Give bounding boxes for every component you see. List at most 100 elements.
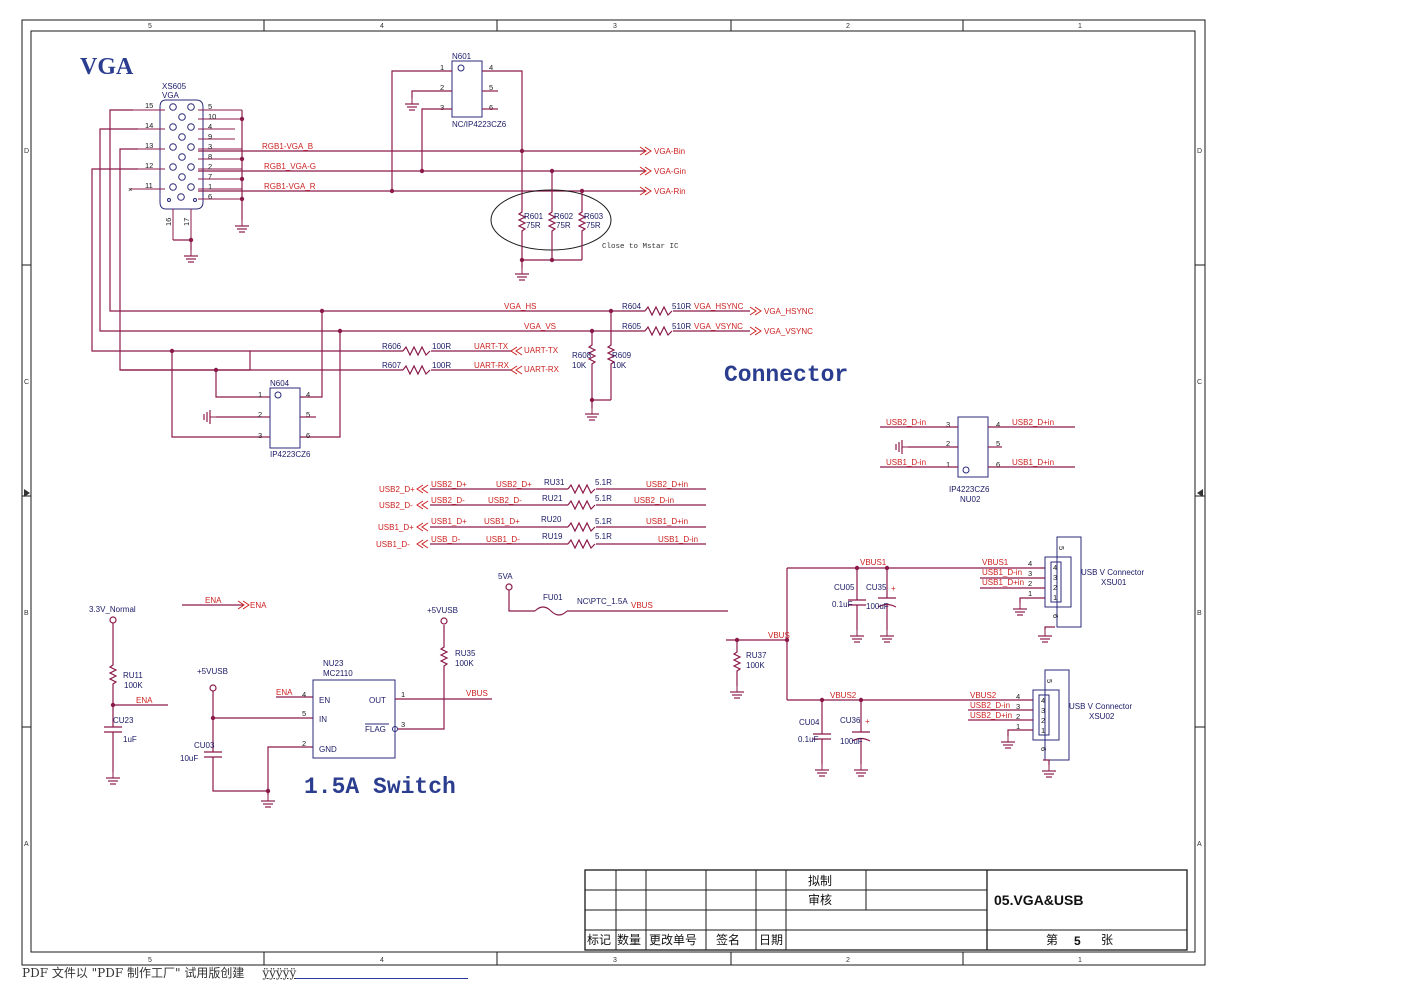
svg-text:2: 2 (1016, 712, 1020, 721)
svg-text:5: 5 (1045, 679, 1054, 683)
pwr-3v3: 3.3V_Normal (89, 605, 136, 614)
row-label: A (24, 841, 29, 848)
svg-text:3: 3 (208, 142, 212, 151)
svg-text:9: 9 (208, 132, 212, 141)
tb-draft-label: 拟制 (808, 874, 832, 888)
net-usb1-dp[interactable]: USB1_D+ (378, 523, 414, 532)
svg-text:75R: 75R (526, 221, 541, 230)
row-label: A (1197, 841, 1202, 848)
col-label: 3 (613, 957, 617, 964)
svg-text:6: 6 (1051, 614, 1060, 618)
footer-text: PDF 文件以 "PDF 制作工厂" 试用版创建 (22, 966, 245, 980)
r604-ref: R604 (622, 302, 642, 311)
svg-text:2: 2 (208, 162, 212, 171)
svg-text:EN: EN (319, 696, 330, 705)
svg-text:标记: 标记 (587, 933, 611, 947)
svg-text:ENA: ENA (136, 696, 153, 705)
net-uart-tx[interactable]: UART-TX (524, 346, 559, 355)
switch-nu23[interactable]: NU23 MC2110 EN IN GND OUT FLAG 4 5 2 1 3 (302, 659, 405, 759)
usb-connector-xsu01[interactable]: 4 3 2 1 4 3 2 1 5 6 USB V Connector XSU0… (1028, 536, 1144, 628)
xs605-value: VGA (162, 91, 180, 100)
vga-connector-xs605[interactable]: XS605 VGA 15 14 13 12 11 5 10 4 (128, 82, 242, 240)
ru20-ref: RU20 (541, 515, 562, 524)
svg-text:VGA_HSYNC: VGA_HSYNC (694, 302, 744, 311)
footer-link[interactable]: ÿÿÿÿÿ (262, 966, 297, 980)
svg-text:1: 1 (208, 182, 212, 191)
svg-text:2: 2 (1053, 583, 1057, 592)
svg-text:+: + (865, 717, 870, 726)
net-vga-bin[interactable]: VGA-Bin (654, 147, 685, 156)
svg-text:1uF: 1uF (123, 735, 137, 744)
row-label: D (24, 148, 29, 155)
svg-text:N604: N604 (270, 379, 290, 388)
svg-text:XSU01: XSU01 (1101, 578, 1127, 587)
esd-nu02[interactable]: IP4223CZ6 NU02 3 2 1 4 5 6 (946, 416, 1000, 504)
svg-text:NC\PTC_1.5A: NC\PTC_1.5A (577, 597, 628, 606)
svg-text:USB2_D-in: USB2_D-in (634, 496, 674, 505)
esd-n604[interactable]: N604 IP4223CZ6 1 2 3 4 5 6 (258, 379, 311, 459)
svg-text:4: 4 (302, 690, 306, 699)
svg-text:4: 4 (1028, 559, 1032, 568)
svg-text:16: 16 (164, 218, 173, 226)
net-vga-rin[interactable]: VGA-Rin (654, 187, 686, 196)
svg-text:3: 3 (401, 720, 405, 729)
ru31-ref: RU31 (544, 478, 565, 487)
esd-n601[interactable]: N601 NC/IP4223CZ6 1 2 3 4 5 6 (440, 52, 507, 129)
svg-text:UART-TX: UART-TX (474, 342, 509, 351)
net-vga-vsync-out[interactable]: VGA_VSYNC (764, 327, 813, 336)
net-vga-gin[interactable]: VGA-Gin (654, 167, 686, 176)
r601-ref: R601 (524, 212, 544, 221)
connector-title: Connector (724, 362, 848, 388)
cu23-ref: CU23 (113, 716, 134, 725)
net-vga-hs: VGA_HS (504, 302, 536, 311)
svg-text:8: 8 (208, 152, 212, 161)
xs605-ref: XS605 (162, 82, 187, 91)
col-label: 1 (1078, 957, 1082, 964)
svg-text:12: 12 (145, 161, 153, 170)
pwr-5vusb-out: +5VUSB (427, 606, 458, 615)
svg-text:FLAG: FLAG (365, 725, 386, 734)
svg-text:USB2_D-: USB2_D- (431, 496, 465, 505)
ru19-ref: RU19 (542, 532, 563, 541)
svg-text:75R: 75R (556, 221, 571, 230)
svg-text:1: 1 (1016, 722, 1020, 731)
svg-text:7: 7 (208, 172, 212, 181)
cu05-ref: CU05 (834, 583, 855, 592)
svg-text:ENA: ENA (276, 688, 293, 697)
fu01-ref: FU01 (543, 593, 563, 602)
svg-text:5: 5 (1057, 546, 1066, 550)
svg-text:5.1R: 5.1R (595, 494, 612, 503)
svg-text:6: 6 (208, 192, 212, 201)
sheet-border: 5 4 3 2 1 5 4 3 2 1 D C B A D C B A (21, 19, 1206, 966)
svg-text:USB2_D+: USB2_D+ (431, 480, 467, 489)
svg-text:4: 4 (1053, 563, 1057, 572)
usb-connector-xsu02[interactable]: 4 3 2 1 4 3 2 1 5 6 USB V Connector XSU0… (1016, 669, 1132, 761)
net-usb2-dp[interactable]: USB2_D+ (379, 485, 415, 494)
svg-text:3: 3 (440, 103, 444, 112)
svg-text:NU02: NU02 (960, 495, 981, 504)
title-block: 拟制 审核 05.VGA&USB 标记 数量 更改单号 签名 日期 第 5 张 (584, 869, 1188, 951)
svg-text:1: 1 (1053, 593, 1057, 602)
svg-text:张: 张 (1101, 933, 1113, 947)
net-usb2-dm[interactable]: USB2_D- (379, 501, 413, 510)
svg-text:签名: 签名 (716, 932, 740, 947)
svg-text:5.1R: 5.1R (595, 478, 612, 487)
svg-text:USB2_D+in: USB2_D+in (646, 480, 688, 489)
svg-text:USB2_D-: USB2_D- (488, 496, 522, 505)
net-ena-out[interactable]: ENA (250, 601, 267, 610)
svg-text:VGA_VSYNC: VGA_VSYNC (694, 322, 743, 331)
sheet-number: 5 (1074, 934, 1081, 948)
n601-wiring (391, 70, 523, 191)
net-usb1-dm[interactable]: USB1_D- (376, 540, 410, 549)
net-vga-hsync-out[interactable]: VGA_HSYNC (764, 307, 814, 316)
svg-text:VBUS2: VBUS2 (970, 691, 997, 700)
svg-text:2: 2 (1041, 716, 1045, 725)
svg-text:100uF: 100uF (866, 602, 889, 611)
row-label: B (24, 610, 29, 617)
svg-text:3: 3 (946, 420, 950, 429)
net-uart-rx[interactable]: UART-RX (524, 365, 560, 374)
svg-text:3: 3 (1041, 706, 1045, 715)
svg-text:USB1_D+in: USB1_D+in (982, 578, 1024, 587)
svg-text:USB V Connector: USB V Connector (1069, 702, 1132, 711)
